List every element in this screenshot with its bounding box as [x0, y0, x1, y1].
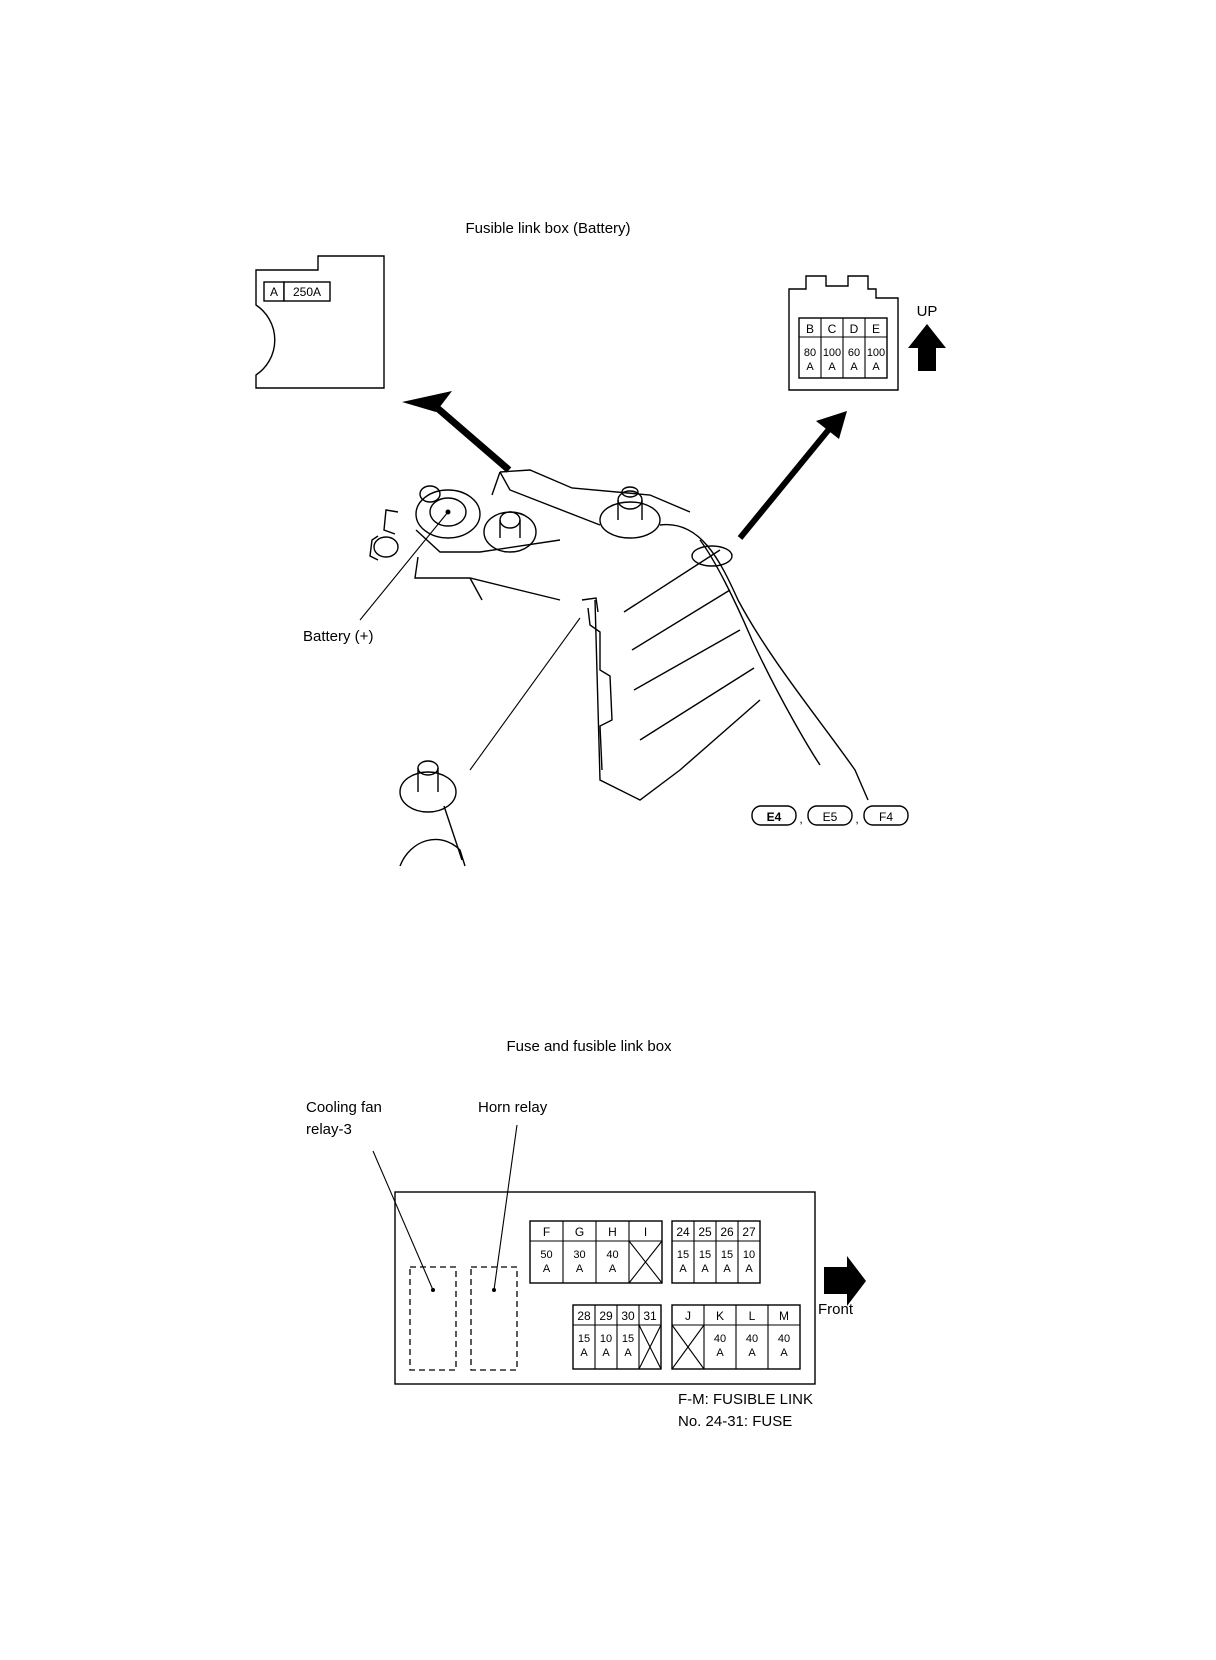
up-label: UP [917, 303, 938, 320]
fuse-rating-24: 15 [677, 1249, 689, 1261]
connector-e5: E5 [823, 810, 838, 824]
fuse-rating-unit-26: A [723, 1263, 731, 1275]
fuse-label-26: 26 [720, 1225, 734, 1239]
fuse-rating-k: 40 [714, 1333, 726, 1345]
fuse-rating-27: 10 [743, 1249, 755, 1261]
box-a-letter: A [270, 285, 278, 299]
cooling-fan-label-line1: Cooling fan [306, 1099, 382, 1116]
fuse-rating-b: 80 [804, 347, 816, 359]
fuse-rating-d: 60 [848, 347, 860, 359]
box-a-rating: 250A [293, 285, 321, 299]
fuse-label-27: 27 [742, 1225, 756, 1239]
fuse-label-k: K [716, 1309, 724, 1323]
fuse-label-m: M [779, 1309, 789, 1323]
fuse-rating-unit-e: A [872, 361, 880, 373]
fuse-label-j: J [685, 1309, 691, 1323]
fuse-block-f-i: F 50A G 30A H 40A I [529, 1220, 663, 1284]
fuse-rating-28: 15 [578, 1333, 590, 1345]
fuse-rating-unit-27: A [745, 1263, 753, 1275]
front-arrow-icon [824, 1256, 866, 1306]
fuse-label-i: I [644, 1225, 647, 1239]
fusible-link-box-a: A 250A [255, 255, 385, 389]
fuse-rating-25: 15 [699, 1249, 711, 1261]
svg-text:,: , [799, 812, 802, 826]
fuse-rating-g: 30 [573, 1249, 585, 1261]
fuse-rating-unit-k: A [716, 1347, 724, 1359]
horn-relay-label: Horn relay [478, 1099, 548, 1116]
fuse-label-c: C [828, 322, 837, 336]
fuse-rating-unit-30: A [624, 1347, 632, 1359]
fuse-label-30: 30 [621, 1309, 635, 1323]
fuse-rating-unit-l: A [748, 1347, 756, 1359]
fuse-rating-unit-24: A [679, 1263, 687, 1275]
fuse-label-l: L [749, 1309, 756, 1323]
fuse-rating-30: 15 [622, 1333, 634, 1345]
fuse-label-24: 24 [676, 1225, 690, 1239]
fuse-section-title: Fuse and fusible link box [506, 1038, 672, 1055]
horn-relay-outline [470, 1266, 518, 1371]
battery-illustration [359, 469, 869, 867]
fuse-rating-unit-29: A [602, 1347, 610, 1359]
fuse-rating-unit-b: A [806, 361, 814, 373]
connector-tags: E4 E5 F4 , , [751, 805, 909, 826]
fuse-label-31: 31 [643, 1309, 657, 1323]
connector-f4: F4 [879, 810, 893, 824]
battery-section-title: Fusible link box (Battery) [465, 220, 630, 237]
fuse-rating-29: 10 [600, 1333, 612, 1345]
svg-text:,: , [855, 812, 858, 826]
fuse-rating-unit-28: A [580, 1347, 588, 1359]
pointer-arrow-left-icon [402, 391, 512, 473]
fuse-block-j-m: J K 40A L 40A M 40A [671, 1304, 801, 1370]
fuse-rating-e: 100 [867, 347, 885, 359]
fuse-rating-unit-h: A [609, 1263, 617, 1275]
fuse-label-29: 29 [599, 1309, 613, 1323]
empty-slot-cross-icon [628, 1240, 663, 1284]
fuse-rating-unit-c: A [828, 361, 836, 373]
fuse-block-24-27: 24 15A 25 15A 26 15A 27 10A [671, 1220, 761, 1284]
empty-slot-cross-icon [671, 1324, 705, 1370]
front-label: Front [818, 1301, 854, 1318]
fuse-block-28-31: 28 15A 29 10A 30 15A 31 [572, 1304, 662, 1370]
fuse-rating-unit-d: A [850, 361, 858, 373]
fuse-rating-h: 40 [606, 1249, 618, 1261]
fuse-rating-c: 100 [823, 347, 841, 359]
empty-slot-cross-icon [638, 1324, 662, 1370]
fuse-rating-f: 50 [540, 1249, 552, 1261]
fuse-label-28: 28 [577, 1309, 591, 1323]
fuse-rating-26: 15 [721, 1249, 733, 1261]
fuse-label-e: E [872, 322, 880, 336]
pointer-arrow-right-icon [737, 411, 847, 540]
up-arrow-icon [908, 324, 946, 371]
cooling-fan-label-line2: relay-3 [306, 1121, 352, 1138]
fuse-rating-unit-m: A [780, 1347, 788, 1359]
legend-fuse: No. 24-31: FUSE [678, 1413, 792, 1430]
fuse-label-h: H [608, 1225, 617, 1239]
fuse-rating-m: 40 [778, 1333, 790, 1345]
fuse-label-d: D [850, 322, 859, 336]
connector-e4: E4 [767, 810, 782, 824]
cooling-fan-relay-outline [409, 1266, 457, 1371]
fuse-rating-unit-f: A [543, 1263, 551, 1275]
fuse-rating-l: 40 [746, 1333, 758, 1345]
battery-positive-label: Battery (+) [303, 628, 373, 645]
fuse-label-25: 25 [698, 1225, 712, 1239]
fuse-label-f: F [543, 1225, 550, 1239]
fuse-rating-unit-g: A [576, 1263, 584, 1275]
fuse-label-g: G [575, 1225, 584, 1239]
legend-fusible-link: F-M: FUSIBLE LINK [678, 1391, 813, 1408]
fuse-label-b: B [806, 322, 814, 336]
fuse-rating-unit-25: A [701, 1263, 709, 1275]
